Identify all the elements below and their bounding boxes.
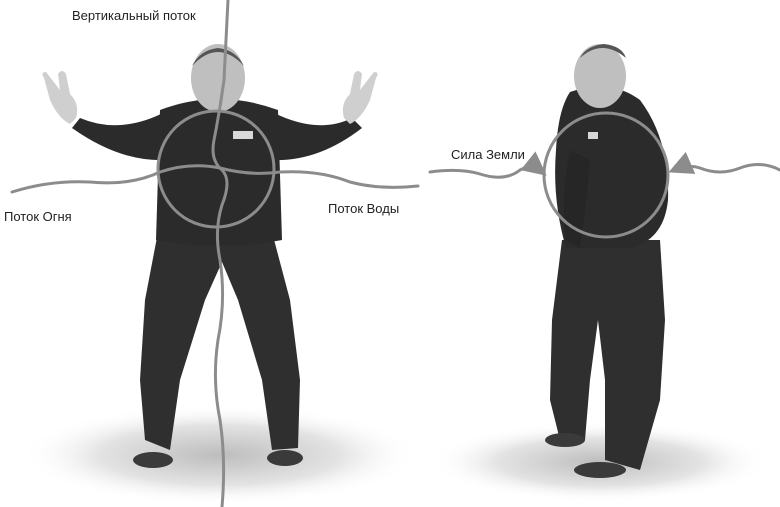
side-jacket-logo	[588, 132, 598, 139]
side-front-shoe	[574, 462, 626, 478]
earth-force-label: Сила Земли	[451, 148, 525, 161]
fire-flow-label: Поток Огня	[4, 210, 72, 223]
side-head	[574, 44, 626, 108]
front-right-hand	[343, 71, 378, 124]
front-left-hand	[42, 71, 77, 124]
front-right-shoe	[267, 450, 303, 466]
front-left-shoe	[133, 452, 173, 468]
front-head	[191, 44, 245, 112]
front-left-arm	[72, 112, 165, 160]
water-flow-label: Поток Воды	[328, 202, 399, 215]
vertical-flow-label: Вертикальный поток	[72, 9, 196, 22]
earth-force-right-line	[674, 164, 780, 172]
front-jacket-logo	[233, 131, 253, 139]
earth-force-left-line	[430, 167, 542, 177]
side-back-shoe	[545, 433, 585, 447]
